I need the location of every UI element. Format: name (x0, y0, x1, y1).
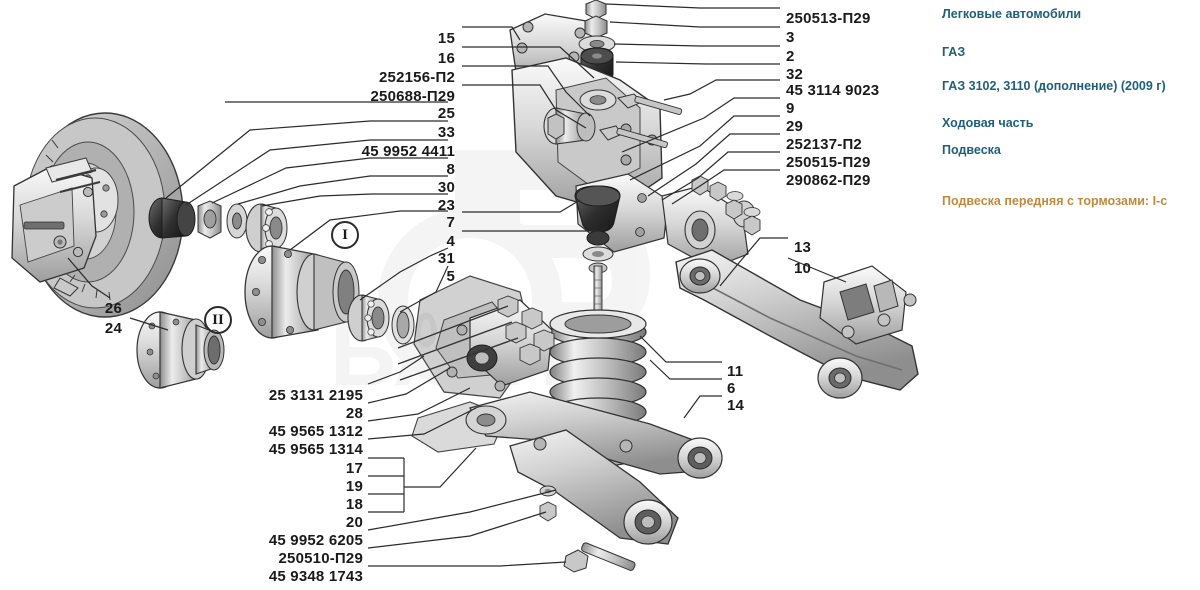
lower-suspension-arm-large (675, 249, 919, 399)
detail-marker-ii: II (204, 306, 232, 334)
callout-left-lower-2: 45 9565 1312 (268, 423, 363, 440)
callout-right-lower-2: 11 (727, 363, 744, 380)
callout-right-lower-4: 14 (727, 397, 745, 414)
callout-left-lower-1: 28 (345, 405, 363, 422)
callout-left-upper-1: 16 (437, 50, 455, 67)
sidebar-item-gaz[interactable]: ГАЗ (942, 45, 966, 59)
callout-right-upper-4: 45 3114 9023 (786, 82, 880, 99)
wheel-hub-part24 (136, 311, 225, 389)
callout-left-upper-12: 31 (437, 250, 455, 267)
callout-right-upper-9: 290862-П29 (786, 172, 871, 189)
callout-left-upper-6: 45 9952 4411 (361, 143, 455, 160)
callout-left-lower-0: 25 3131 2195 (268, 387, 363, 404)
callout-right-upper-5: 9 (786, 100, 795, 117)
callout-left-lower-5: 19 (345, 478, 363, 495)
brake-disc-assembly (11, 112, 184, 318)
callout-left-upper-0: 15 (437, 30, 455, 47)
callout-right-upper-6: 29 (786, 118, 804, 135)
sidebar-item-chassis[interactable]: Ходовая часть (942, 116, 1034, 130)
callout-right-upper-1: 3 (786, 29, 795, 46)
callout-right-lower-0: 13 (794, 239, 812, 256)
steering-arm-cluster (397, 275, 555, 453)
callout-left-lower-8: 45 9952 6205 (268, 532, 363, 549)
callout-left-lower-10: 45 9348 1743 (268, 568, 363, 585)
callout-far-left-1: 24 (104, 320, 122, 337)
callout-right-upper-8: 250515-П29 (786, 154, 871, 171)
callout-left-upper-4: 25 (437, 105, 455, 122)
callout-right-upper-7: 252137-П2 (786, 136, 862, 153)
callout-left-upper-11: 4 (446, 233, 455, 250)
callout-left-upper-8: 30 (437, 179, 455, 196)
callout-left-upper-2: 252156-П2 (379, 69, 455, 86)
section-heading: Подвеска передняя с тормозами: I-с (942, 194, 1168, 208)
sidebar-item-gaz-3102-3110[interactable]: ГАЗ 3102, 3110 (дополнение) (2009 г) (942, 79, 1166, 93)
detail-marker-i: I (331, 221, 359, 249)
detail-marker-ii-label: II (212, 311, 224, 328)
callout-left-upper-10: 7 (446, 214, 455, 231)
lower-control-arm-rear (465, 391, 723, 479)
callout-left-lower-3: 45 9565 1314 (268, 441, 363, 458)
callout-left-lower-9: 250510-П29 (278, 550, 363, 567)
callout-left-upper-13: 5 (446, 268, 455, 285)
sidebar-navigation: Легковые автомобили ГАЗ ГАЗ 3102, 3110 (… (930, 0, 1200, 590)
callout-left-upper-7: 8 (446, 161, 455, 178)
callout-left-upper-3: 250688-П29 (370, 88, 455, 105)
callout-left-lower-6: 18 (345, 496, 363, 513)
callout-right-upper-0: 250513-П29 (786, 10, 871, 27)
callout-right-lower-1: 10 (794, 260, 812, 277)
detail-marker-i-label: I (342, 226, 348, 243)
parts-diagram: БАЛ М (11, 0, 919, 585)
callout-left-upper-5: 33 (437, 124, 455, 141)
callout-left-lower-4: 17 (345, 460, 363, 477)
steering-knuckle-upper (509, 0, 761, 269)
callout-right-upper-2: 2 (786, 48, 795, 65)
callout-far-left-0: 26 (104, 300, 122, 317)
sidebar-item-suspension[interactable]: Подвеска (942, 143, 1001, 157)
sidebar-item-passenger-cars[interactable]: Легковые автомобили (942, 7, 1082, 21)
leader-lines (67, 3, 847, 567)
callout-right-lower-3: 6 (727, 380, 736, 397)
callout-left-lower-7: 20 (345, 514, 363, 531)
lower-control-arm-front (509, 429, 679, 545)
callout-left-upper-9: 23 (437, 197, 455, 214)
diagram-canvas: БАЛ М (11, 0, 919, 573)
callout-right-upper-3: 32 (786, 66, 804, 83)
